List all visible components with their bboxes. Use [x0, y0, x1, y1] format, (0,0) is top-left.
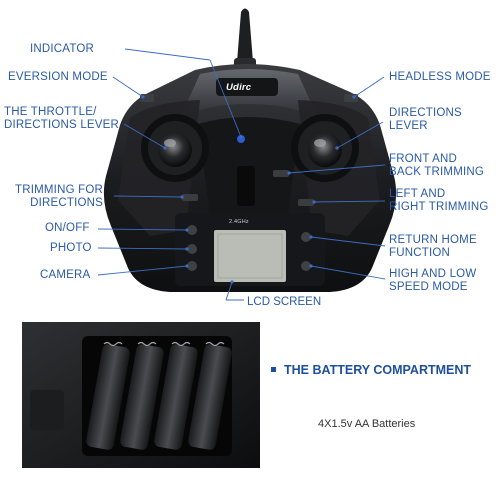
- label-trimming-line2: DIRECTIONS: [30, 197, 103, 209]
- indicator-led: [237, 135, 245, 143]
- left-right-trim-button[interactable]: [298, 199, 314, 206]
- label-headless-mode: HEADLESS MODE: [389, 71, 491, 83]
- lcd-screen: [214, 230, 286, 282]
- label-left-right-line2: RIGHT TRIMMING: [389, 201, 489, 213]
- label-eversion-mode: EVERSION MODE: [8, 71, 108, 83]
- label-lcd-screen: LCD SCREEN: [247, 296, 322, 308]
- return-home-button[interactable]: [301, 232, 311, 242]
- label-throttle-line2: DIRECTIONS LEVER: [4, 119, 120, 131]
- label-speed-line1: HIGH AND LOW: [389, 268, 477, 280]
- label-on-off: ON/OFF: [45, 222, 90, 234]
- label-indicator: INDICATOR: [30, 43, 94, 55]
- label-trimming-directions: TRIMMING FOR DIRECTIONS: [15, 184, 103, 210]
- label-directions-lever: DIRECTIONS LEVER: [389, 107, 462, 133]
- label-left-right-line1: LEFT AND: [389, 188, 446, 200]
- throttle-directions-stick[interactable]: [141, 114, 209, 182]
- label-return-home: RETURN HOME FUNCTION: [389, 234, 477, 260]
- label-return-home-line2: FUNCTION: [389, 247, 451, 259]
- photo-button[interactable]: [187, 244, 197, 254]
- on-off-button[interactable]: [187, 225, 197, 235]
- label-directions-line1: DIRECTIONS: [389, 107, 462, 119]
- center-trim-switch[interactable]: [237, 166, 255, 206]
- battery-springs: [103, 341, 225, 347]
- label-camera: CAMERA: [40, 269, 91, 281]
- battery-subtitle: 4X1.5v AA Batteries: [318, 418, 416, 430]
- antenna: [234, 8, 256, 70]
- battery-title: THE BATTERY COMPARTMENT: [284, 363, 472, 377]
- brand-logo-text: Udirc: [226, 82, 252, 93]
- label-directions-line2: LEVER: [389, 120, 428, 132]
- label-throttle-lever: THE THROTTLE/ DIRECTIONS LEVER: [4, 106, 119, 132]
- label-photo: PHOTO: [50, 242, 92, 254]
- label-left-right-trimming: LEFT AND RIGHT TRIMMING: [389, 188, 488, 214]
- label-throttle-line1: THE THROTTLE/: [4, 106, 97, 118]
- label-front-back-line1: FRONT AND: [389, 153, 458, 165]
- front-back-trim-button[interactable]: [273, 170, 289, 177]
- label-front-back-trimming: FRONT AND BACK TRIMMING: [389, 153, 484, 179]
- battery-cells: [86, 344, 232, 450]
- label-speed-line2: SPEED MODE: [389, 281, 468, 293]
- speed-mode-button[interactable]: [301, 261, 311, 271]
- trim-directions-button[interactable]: [182, 194, 198, 201]
- leader-arrowheads: [141, 95, 356, 284]
- label-return-home-line1: RETURN HOME: [389, 234, 477, 246]
- label-speed-mode: HIGH AND LOW SPEED MODE: [389, 268, 476, 294]
- camera-button[interactable]: [187, 261, 197, 271]
- leader-lines: [97, 48, 386, 301]
- directions-stick[interactable]: [291, 114, 359, 182]
- label-front-back-line2: BACK TRIMMING: [389, 166, 485, 178]
- lower-panel: [175, 213, 325, 286]
- battery-compartment-photo: [22, 322, 260, 468]
- battery-bullet: [271, 367, 276, 372]
- lcd-frequency-tag: 2.4GHz: [229, 219, 249, 225]
- label-trimming-line1: TRIMMING FOR: [15, 184, 103, 196]
